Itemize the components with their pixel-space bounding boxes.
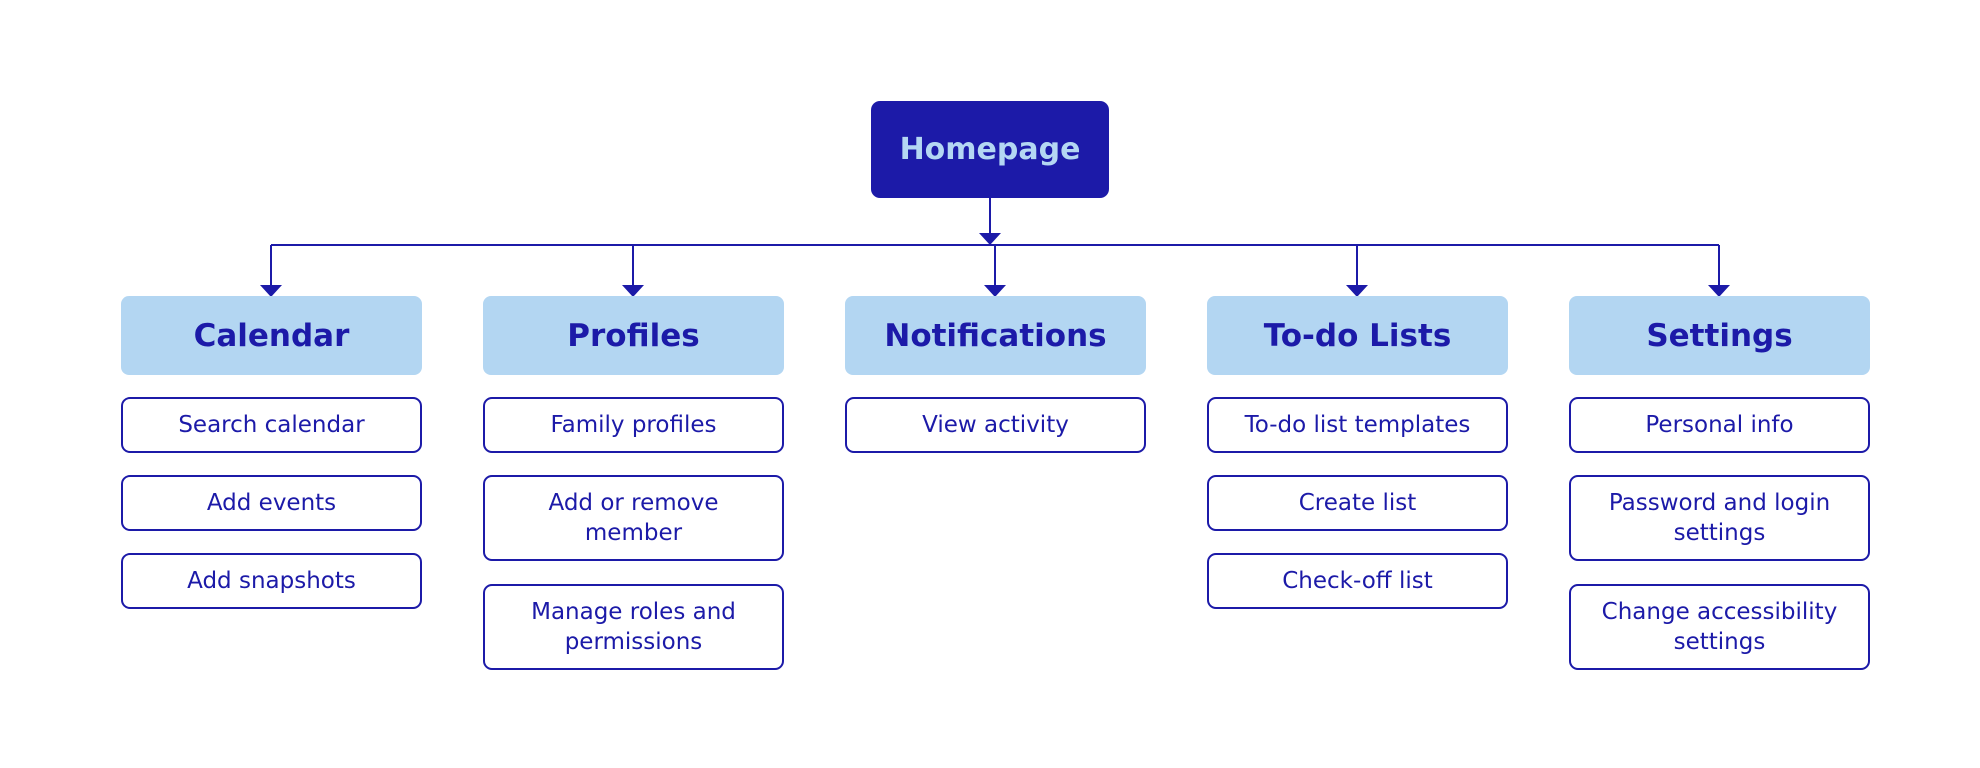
page-label: Password and login settings	[1608, 490, 1831, 546]
page-node-check-off-list: Check-off list	[1207, 553, 1508, 609]
arrowhead-settings	[1708, 285, 1730, 297]
page-node-view-activity: View activity	[845, 397, 1146, 453]
section-label-notifications: Notifications	[884, 317, 1107, 354]
arrowhead-notifications	[984, 285, 1006, 297]
section-label-todo-lists: To-do Lists	[1263, 317, 1452, 354]
page-label: Create list	[1298, 490, 1417, 516]
page-node-add-remove-member: Add or remove member	[483, 475, 784, 561]
section-node-calendar: Calendar	[121, 296, 422, 375]
page-label: Change accessibility settings	[1601, 599, 1838, 655]
page-label: Manage roles and permissions	[531, 599, 736, 655]
page-node-password-login: Password and login settings	[1569, 475, 1870, 561]
root-node-label: Homepage	[899, 132, 1081, 167]
page-node-personal-info: Personal info	[1569, 397, 1870, 453]
page-node-create-list: Create list	[1207, 475, 1508, 531]
page-label: Search calendar	[178, 412, 365, 438]
arrowhead-profiles	[622, 285, 644, 297]
arrowhead-todo-lists	[1346, 285, 1368, 297]
page-label: Add events	[206, 490, 337, 516]
section-label-settings: Settings	[1646, 317, 1793, 354]
arrowhead-calendar	[260, 285, 282, 297]
page-label: Check-off list	[1282, 568, 1433, 594]
section-node-todo-lists: To-do Lists	[1207, 296, 1508, 375]
page-node-todo-templates: To-do list templates	[1207, 397, 1508, 453]
section-label-calendar: Calendar	[193, 317, 350, 354]
page-node-add-snapshots: Add snapshots	[121, 553, 422, 609]
section-node-profiles: Profiles	[483, 296, 784, 375]
page-label: To-do list templates	[1244, 412, 1471, 438]
page-label: Add snapshots	[187, 568, 356, 594]
page-label: Add or remove member	[548, 490, 719, 546]
page-node-accessibility: Change accessibility settings	[1569, 584, 1870, 670]
section-node-notifications: Notifications	[845, 296, 1146, 375]
arrowhead-root	[979, 233, 1001, 245]
section-node-settings: Settings	[1569, 296, 1870, 375]
root-node-homepage: Homepage	[871, 101, 1109, 198]
page-node-family-profiles: Family profiles	[483, 397, 784, 453]
page-node-add-events: Add events	[121, 475, 422, 531]
page-node-manage-roles: Manage roles and permissions	[483, 584, 784, 670]
page-label: View activity	[922, 412, 1069, 438]
page-label: Family profiles	[550, 412, 717, 438]
page-node-search-calendar: Search calendar	[121, 397, 422, 453]
section-label-profiles: Profiles	[567, 317, 700, 354]
page-label: Personal info	[1645, 412, 1794, 438]
